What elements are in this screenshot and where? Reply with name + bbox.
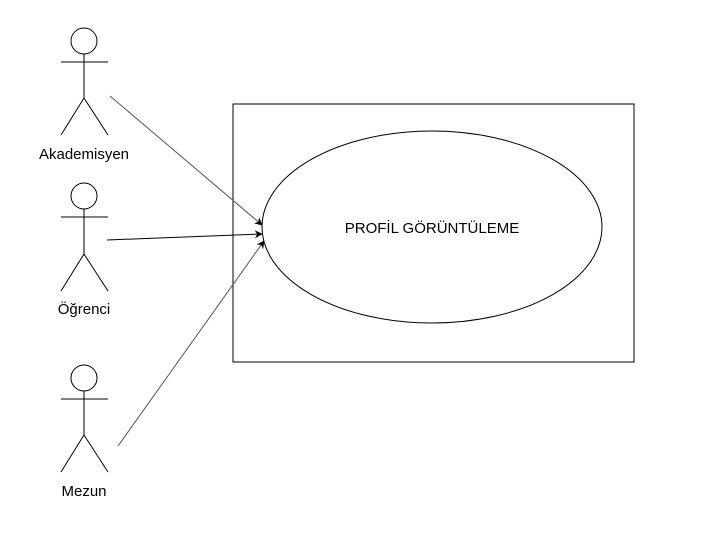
actor-label: Akademisyen	[39, 146, 129, 163]
actor-akademisyen[interactable]: Akademisyen	[39, 27, 129, 163]
actor-ogrenci[interactable]: Öğrenci	[58, 182, 111, 318]
actor-label: Mezun	[61, 483, 106, 500]
actor-mezun[interactable]: Mezun	[60, 364, 109, 500]
association-mezun	[117, 240, 265, 447]
actor-label: Öğrenci	[58, 300, 111, 318]
use-case-profil-goruntuleme[interactable]: PROFİL GÖRÜNTÜLEME	[261, 130, 603, 324]
use-case-ellipse	[261, 130, 603, 324]
use-case-label: PROFİL GÖRÜNTÜLEME	[345, 219, 519, 237]
stick-figure-icon	[60, 182, 109, 292]
association-akademisyen	[109, 95, 263, 226]
stick-figure-icon	[60, 27, 109, 136]
system-boundary	[232, 103, 635, 363]
association-ogrenci	[106, 230, 263, 241]
stick-figure-icon	[60, 364, 109, 473]
